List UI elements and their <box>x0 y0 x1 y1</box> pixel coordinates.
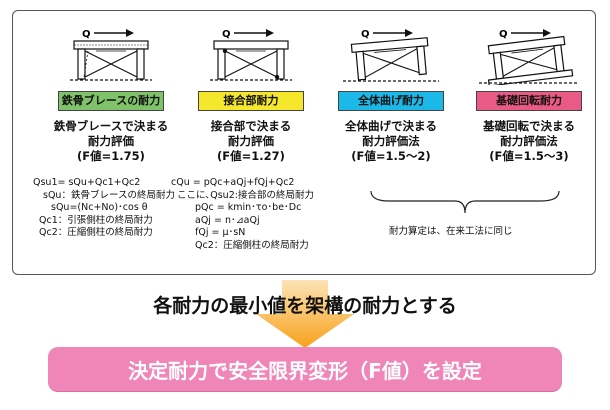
joint-formulas: cQu = pQc+aQj+fQj+Qc2 ここに､Qsu2:接合部の終局耐力 … <box>171 177 314 252</box>
formula-line: cQu = pQc+aQj+fQj+Qc2 <box>171 177 295 188</box>
label-brace-strength: 鉄骨ブレースの耐力 <box>58 91 164 111</box>
label-joint-strength: 接合部耐力 <box>198 91 304 111</box>
formula-line: Qc2：圧縮側柱の終局耐力 <box>195 239 309 251</box>
svg-text:Q: Q <box>361 29 370 40</box>
note-same-method: 耐力算定は、在来工法に同じ <box>389 226 513 237</box>
svg-text:Q: Q <box>499 29 508 40</box>
formula-line: Qc2：圧縮側柱の終局耐力 <box>39 227 153 238</box>
column-brace: Q 鉄骨ブレースの耐力 鉄骨ブレースで決まる 耐力評価 (F値=1.75) <box>41 25 181 164</box>
column-joint: Q 接合部耐力 接合部で決まる 耐力評価 (F値=1.27) <box>181 25 321 164</box>
frame-q-label: Q <box>82 29 91 40</box>
label-foundation-strength: 基礎回転耐力 <box>476 91 582 111</box>
headline-minimum-strength: 各耐力の最小値を架構の耐力とする <box>153 295 457 317</box>
formula-line: sQu：鉄骨ブレースの終局耐力 <box>43 189 175 201</box>
title-bending: 全体曲げで決まる 耐力評価法 (F値=1.5〜2) <box>345 119 437 163</box>
bending-frame-icon: Q <box>343 29 439 82</box>
curly-brace-icon <box>370 190 560 214</box>
joint-frame-icon: Q <box>210 29 292 81</box>
banner-f-value: 決定耐力で安全限界変形（F値）を設定 <box>48 347 562 391</box>
title-foundation: 基礎回転で決まる 耐力評価法 (F値=1.5〜3) <box>483 119 575 163</box>
formula-line: aQj = n･⊿aQj <box>195 214 260 226</box>
label-bending-strength: 全体曲げ耐力 <box>338 91 444 111</box>
foundation-frame-icon: Q <box>479 29 579 85</box>
column-bending: Q 全体曲げ耐力 全体曲げで決まる 耐力評価法 (F値=1.5〜2) <box>321 25 461 164</box>
formula-line: Qsu1= sQu+Qc1+Qc2 <box>33 177 141 188</box>
formula-line: pQc = kmin･τo･be･Dc <box>195 202 302 213</box>
brace-formulas: Qsu1= sQu+Qc1+Qc2 sQu：鉄骨ブレースの終局耐力 sQu=(N… <box>33 177 175 240</box>
formula-line: sQu=(Nc+No)･cos θ <box>51 202 148 213</box>
column-foundation: Q 基礎回転耐力 基礎回転で決まる 耐力評価法 (F値=1.5〜3) <box>459 25 599 164</box>
formula-line: fQj = μ･sN <box>195 227 246 238</box>
formula-line: ここに､Qsu2:接合部の終局耐力 <box>177 189 314 201</box>
title-brace: 鉄骨ブレースで決まる 耐力評価 (F値=1.75) <box>53 119 169 163</box>
svg-text:Q: Q <box>222 29 231 40</box>
formula-line: Qc1：引張側柱の終局耐力 <box>39 214 153 226</box>
brace-frame-icon: Q <box>70 29 152 81</box>
down-arrow-icon <box>256 280 354 348</box>
evaluation-panel: Q 鉄骨ブレースの耐力 鉄骨ブレースで決まる 耐力評価 (F値=1.75) Q <box>12 10 596 275</box>
title-joint: 接合部で決まる 耐力評価 (F値=1.27) <box>210 119 292 163</box>
